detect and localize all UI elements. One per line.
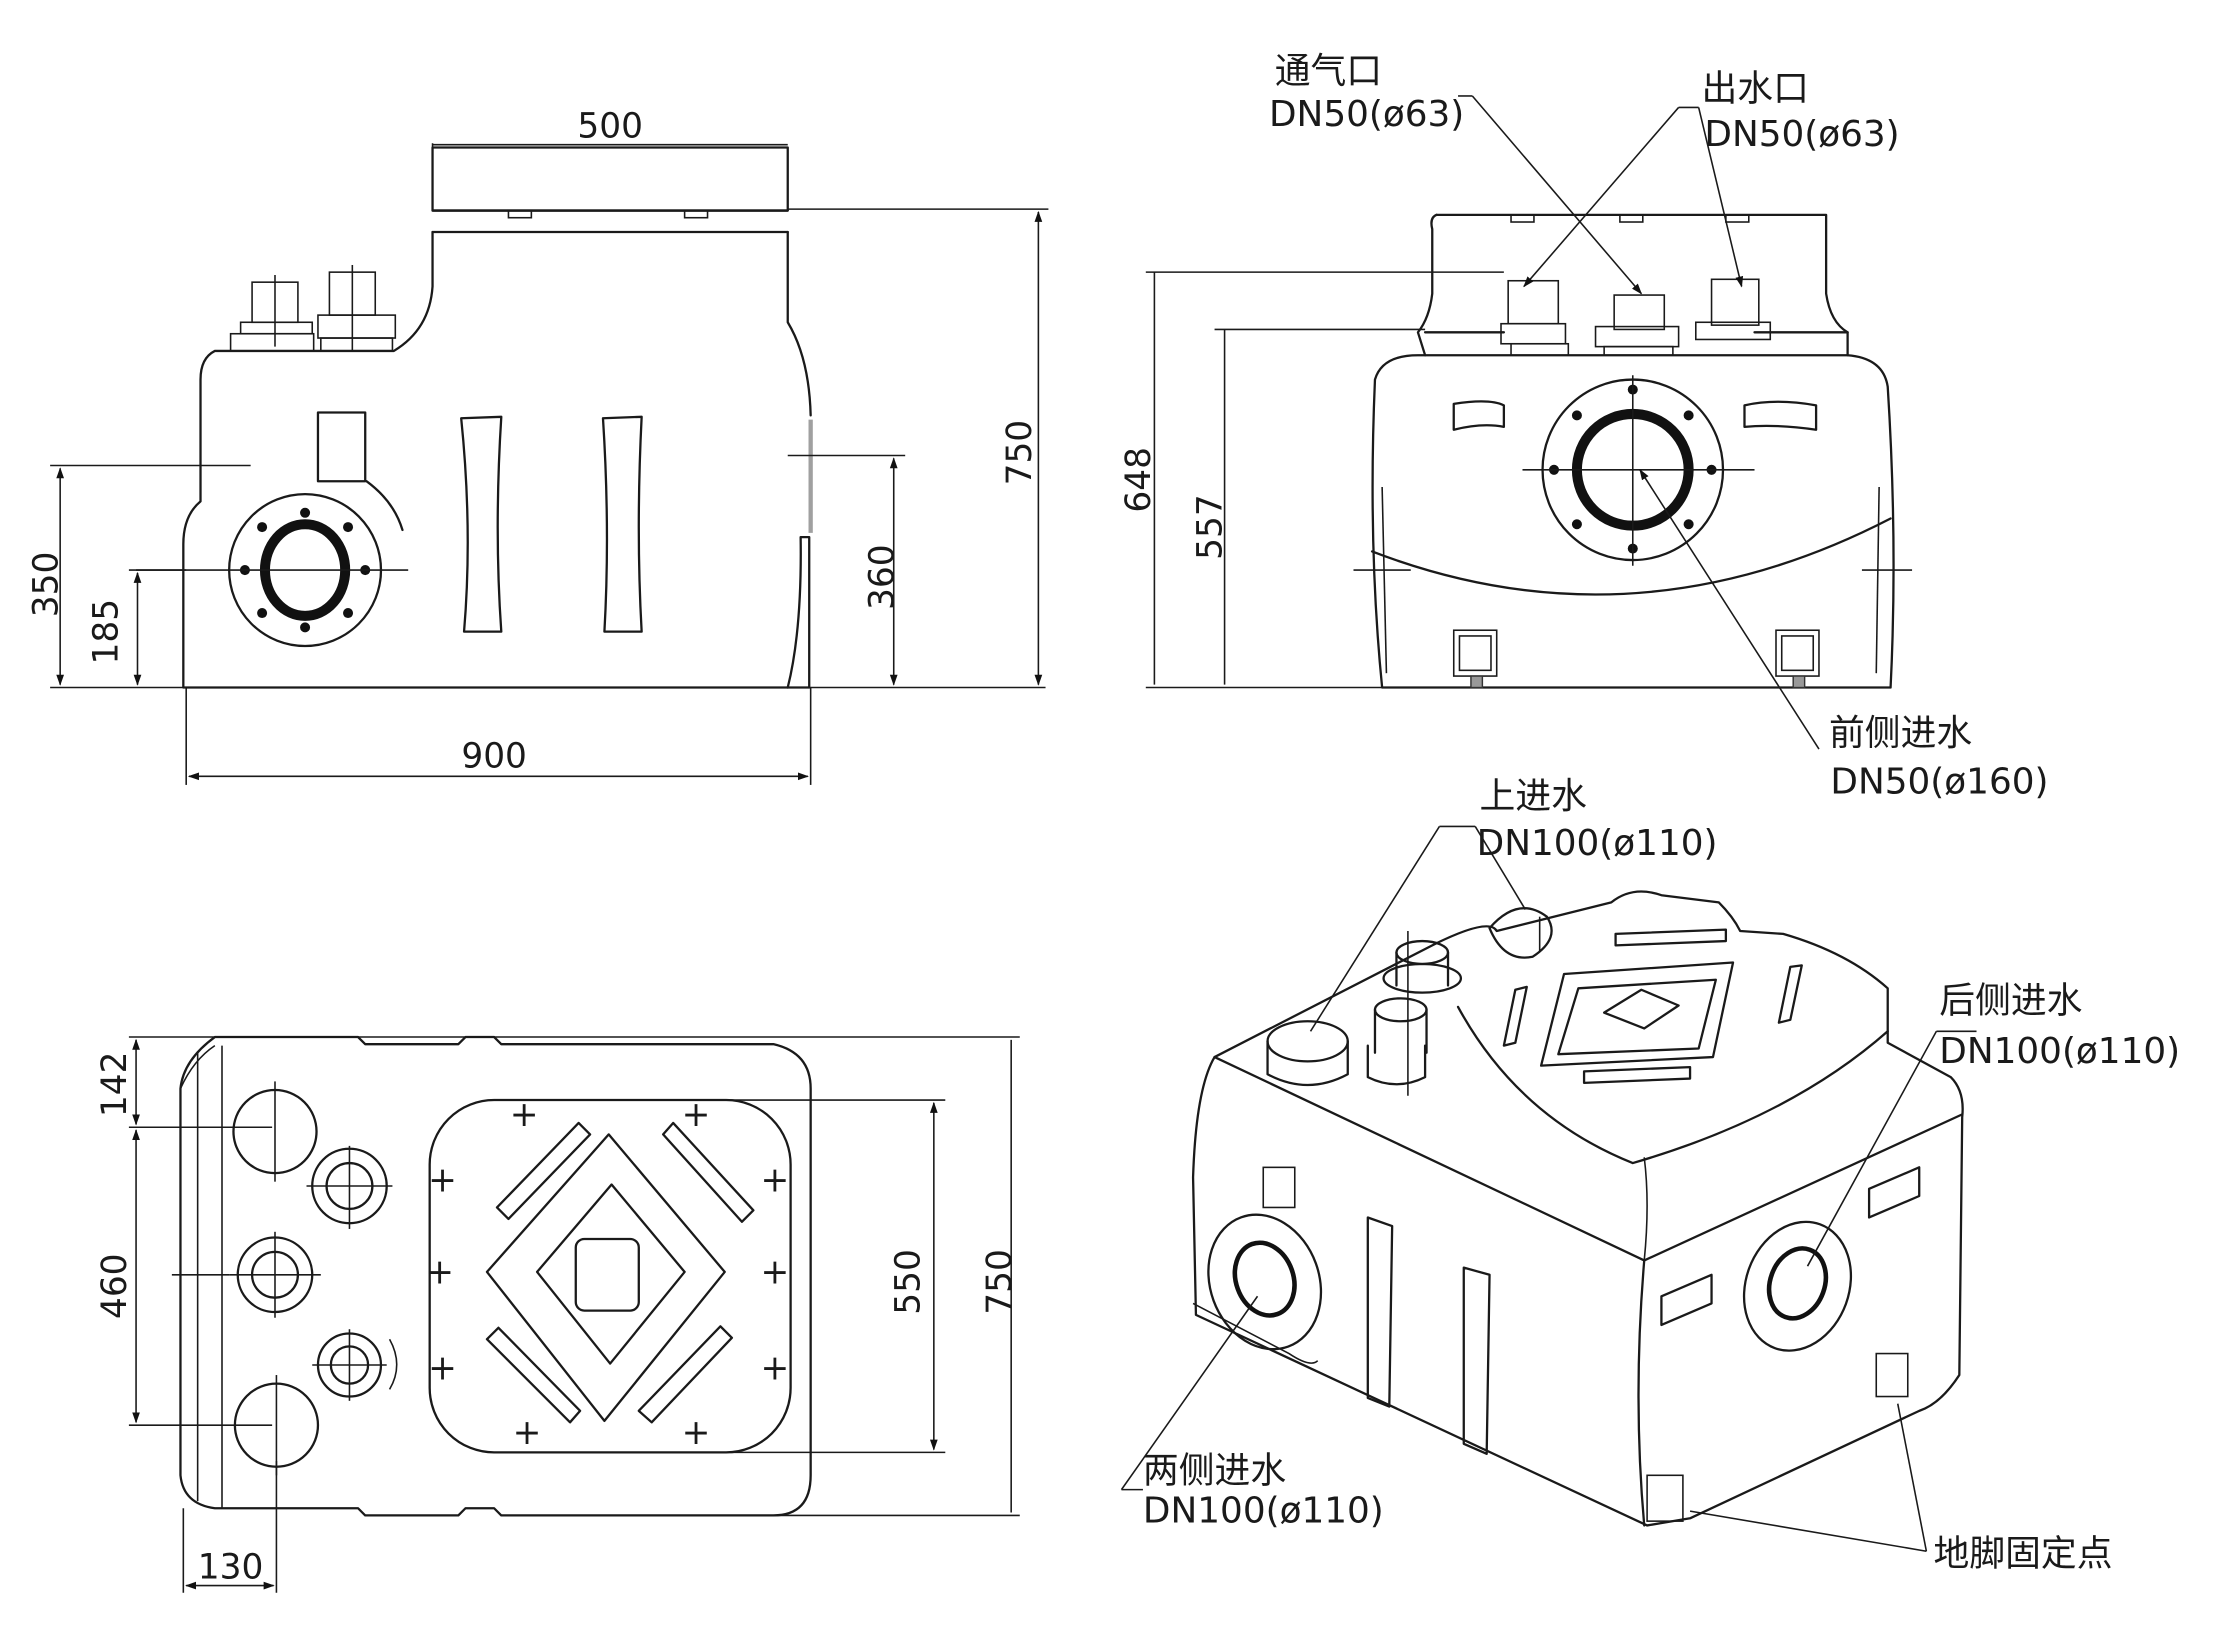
svg-text:+: + bbox=[760, 1252, 789, 1292]
side-view-slot bbox=[601, 415, 643, 633]
dim-right-height: 360 bbox=[863, 544, 903, 610]
side-view-window bbox=[316, 411, 367, 483]
top-inlet-spec: DN100(ø110) bbox=[1477, 823, 1718, 864]
plan-view-ports bbox=[229, 1081, 398, 1476]
front-view-inlet-flange bbox=[1522, 375, 1755, 566]
front-inlet-label: 前侧进水 bbox=[1829, 713, 1972, 754]
front-view-fittings bbox=[1500, 278, 1772, 357]
dim-total-length: 900 bbox=[461, 737, 527, 777]
iso-view-leaders bbox=[1120, 825, 1977, 1552]
iso-view-fittings bbox=[1266, 907, 1553, 1096]
dim-lid-size: 550 bbox=[889, 1249, 929, 1315]
svg-text:+: + bbox=[760, 1348, 789, 1388]
side-view-dimensions: 500 900 350 185 360 750 bbox=[26, 107, 1049, 785]
svg-text:+: + bbox=[513, 1413, 542, 1453]
svg-text:+: + bbox=[760, 1161, 789, 1201]
plan-view-lid: + + + + + + + + + + bbox=[425, 1095, 792, 1454]
side-view-inlet-flange bbox=[136, 493, 409, 648]
iso-view-side-flanges bbox=[1207, 1166, 1921, 1522]
rear-inlet-spec: DN100(ø110) bbox=[1939, 1031, 2180, 1072]
side-view: 500 900 350 185 360 750 bbox=[26, 107, 1049, 785]
side-inlet-label: 两侧进水 bbox=[1143, 1450, 1286, 1491]
top-inlet-label: 上进水 bbox=[1480, 776, 1587, 817]
dim-top-width: 500 bbox=[577, 107, 643, 147]
outlet-spec: DN50(ø63) bbox=[1704, 114, 1899, 155]
vent-label: 通气口 bbox=[1275, 51, 1382, 92]
dim-total-depth: 750 bbox=[980, 1249, 1020, 1315]
side-view-fittings bbox=[229, 264, 397, 352]
outlet-label: 出水口 bbox=[1702, 68, 1809, 109]
rear-inlet-label: 后侧进水 bbox=[1939, 981, 2082, 1022]
front-view-leaders bbox=[1458, 95, 1820, 750]
lid-screws: + + + + + + + + + + bbox=[425, 1095, 789, 1453]
dim-body-height: 557 bbox=[1191, 494, 1231, 560]
side-view-slot bbox=[460, 415, 503, 633]
svg-text:+: + bbox=[428, 1348, 457, 1388]
dim-left-offset: 130 bbox=[198, 1547, 264, 1587]
front-view-dimensions: 648 557 bbox=[1119, 271, 1504, 689]
side-view-body-outline bbox=[182, 146, 813, 689]
svg-text:+: + bbox=[428, 1161, 457, 1201]
iso-view: 上进水 DN100(ø110) 后侧进水 DN100(ø110) 两侧进水 DN… bbox=[1120, 776, 2180, 1575]
dim-port-span: 460 bbox=[95, 1253, 135, 1319]
plan-view: + + + + + + + + + + 142 460 130 bbox=[95, 1035, 1020, 1593]
side-inlet-spec: DN100(ø110) bbox=[1143, 1491, 1384, 1532]
vent-spec: DN50(ø63) bbox=[1269, 94, 1464, 135]
svg-text:+: + bbox=[682, 1413, 711, 1453]
dim-inlet-center: 185 bbox=[86, 599, 126, 665]
dim-inlet-top: 350 bbox=[26, 552, 66, 618]
svg-text:+: + bbox=[425, 1252, 454, 1292]
plan-view-dimensions: 142 460 130 550 750 bbox=[95, 1036, 1020, 1593]
foot-label: 地脚固定点 bbox=[1934, 1534, 2113, 1575]
front-view: 通气口 DN50(ø63) 出水口 DN50(ø63) 前侧进水 DN50(ø1… bbox=[1119, 51, 2048, 802]
iso-view-body bbox=[1191, 890, 1964, 1527]
dim-outlet-height: 648 bbox=[1119, 447, 1159, 513]
svg-text:+: + bbox=[682, 1095, 711, 1135]
svg-text:+: + bbox=[510, 1095, 539, 1135]
dim-total-height: 750 bbox=[1000, 420, 1040, 486]
front-inlet-spec: DN50(ø160) bbox=[1830, 762, 2048, 803]
dim-top-offset: 142 bbox=[95, 1051, 135, 1117]
